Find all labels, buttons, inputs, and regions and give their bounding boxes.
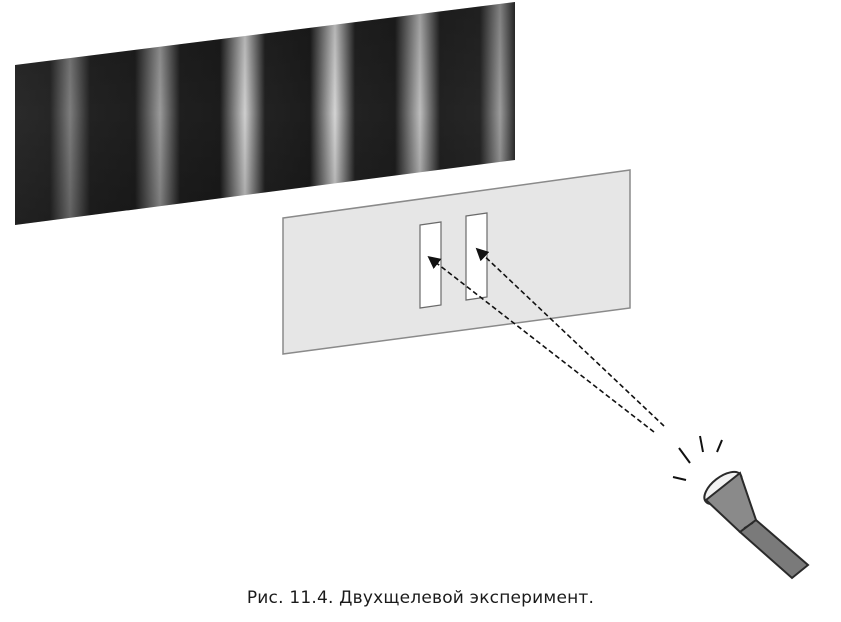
figure-caption: Рис. 11.4. Двухщелевой эксперимент. [246, 588, 595, 608]
ray-to-right-slit [475, 247, 665, 427]
ray-to-left-slit [427, 256, 655, 433]
flashlight-icon [672, 435, 810, 580]
slit-plate [282, 169, 631, 355]
interference-pattern-shading [15, 2, 515, 225]
right-slit [465, 212, 488, 301]
